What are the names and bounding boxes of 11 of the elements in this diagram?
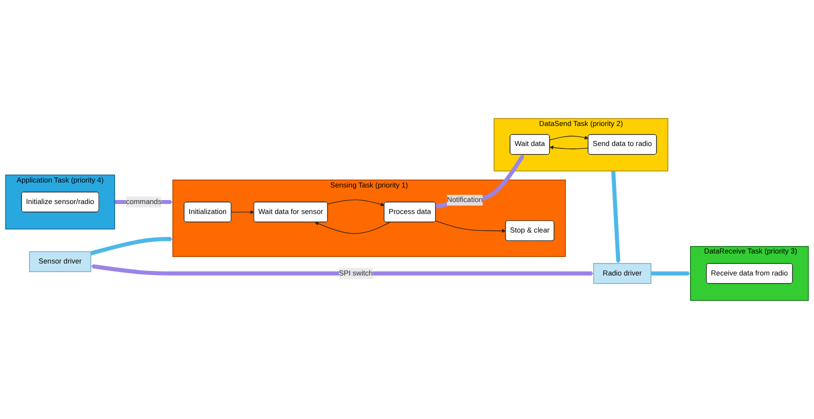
arrow [327,199,385,206]
arrow [314,222,391,234]
arrow [611,170,620,264]
arrow [550,146,589,150]
arrow [650,271,691,276]
arrow [549,136,588,140]
arrow [90,237,173,256]
arrow [231,210,254,214]
arrow [435,220,506,233]
arrow [435,154,524,209]
arrow [90,264,594,276]
